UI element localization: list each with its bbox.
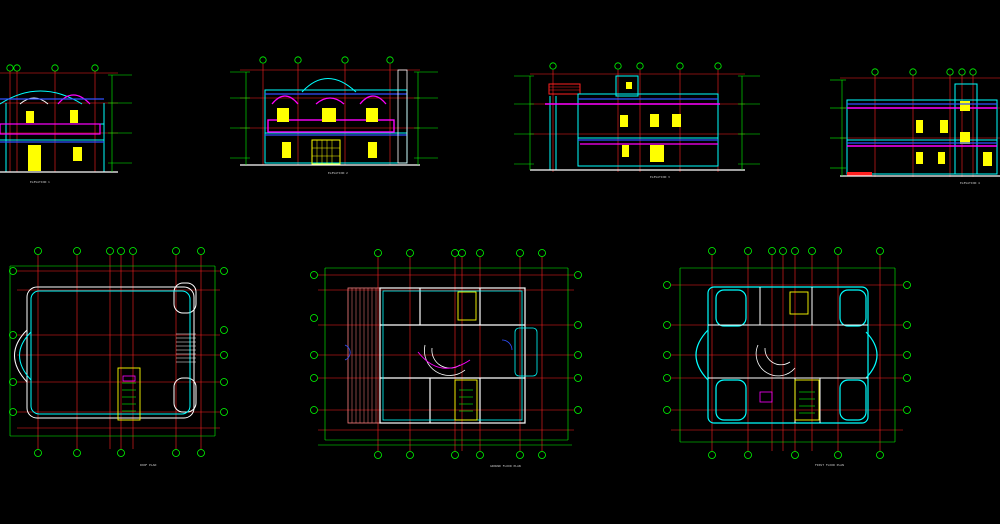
elevation-2: ELEVATION 2 [230, 56, 438, 175]
elevation-4-caption: ELEVATION 4 [960, 181, 980, 185]
elevation-3: ELEVATION 3 [514, 62, 760, 179]
elevation-1: ELEVATION 1 [0, 64, 132, 184]
plan-ground-floor: GROUND FLOOR PLAN [310, 249, 582, 468]
plan-first-floor-caption: FIRST FLOOR PLAN [815, 463, 844, 467]
elevation-3-caption: ELEVATION 3 [650, 175, 670, 179]
elevation-4: ELEVATION 4 [830, 68, 1000, 185]
elevation-1-caption: ELEVATION 1 [30, 180, 50, 184]
plan-roof: ROOF PLAN [9, 247, 228, 467]
plan-ground-floor-caption: GROUND FLOOR PLAN [490, 464, 521, 468]
plan-roof-caption: ROOF PLAN [140, 463, 156, 467]
plan-first-floor: FIRST FLOOR PLAN [663, 247, 911, 467]
elevation-2-caption: ELEVATION 2 [328, 171, 348, 175]
